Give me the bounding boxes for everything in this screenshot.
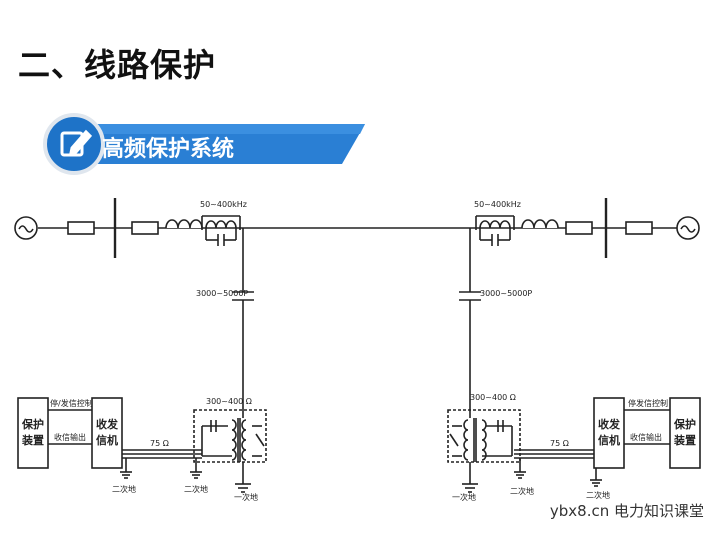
left-protection-line1: 保护 (21, 417, 44, 431)
right-stop-send-label: 停发信控制 (628, 398, 668, 408)
right-transceiver-line2: 信机 (598, 433, 620, 447)
left-coupling-cap-label: 3000~5000P (196, 289, 248, 298)
left-cable-label: 75 Ω (150, 439, 169, 448)
section-title: 高频保护系统 (102, 137, 235, 162)
left-transceiver-line1: 收发 (96, 417, 119, 431)
right-cable-label: 75 Ω (550, 439, 569, 448)
left-ground-secondary-1: 二次地 (112, 484, 136, 494)
right-ground-secondary-2: 二次地 (586, 490, 610, 500)
right-protection-line2: 装置 (673, 433, 696, 447)
left-protection-line2: 装置 (21, 433, 44, 447)
right-transceiver-line1: 收发 (598, 417, 621, 431)
left-impedance-label: 300~400 Ω (206, 397, 252, 406)
left-transceiver-line2: 信机 (96, 433, 118, 447)
left-ground-primary: 一次地 (234, 492, 258, 502)
page-title: 二、线路保护 (18, 46, 217, 84)
right-ground-primary: 一次地 (452, 492, 476, 502)
right-recv-out-label: 收信输出 (630, 432, 662, 442)
left-stop-send-label: 停/发信控制 (50, 398, 93, 408)
right-protection-line1: 保护 (673, 417, 696, 431)
right-coupling-cap-label: 3000~5000P (480, 289, 532, 298)
left-ground-secondary-2: 二次地 (184, 484, 208, 494)
left-trap-freq-label: 50~400kHz (200, 200, 247, 209)
right-impedance-label: 300~400 Ω (470, 393, 516, 402)
watermark: ybx8.cn 电力知识课堂 (549, 502, 704, 520)
right-ground-secondary-1: 二次地 (510, 486, 534, 496)
right-trap-freq-label: 50~400kHz (474, 200, 521, 209)
left-recv-out-label: 收信输出 (54, 432, 86, 442)
